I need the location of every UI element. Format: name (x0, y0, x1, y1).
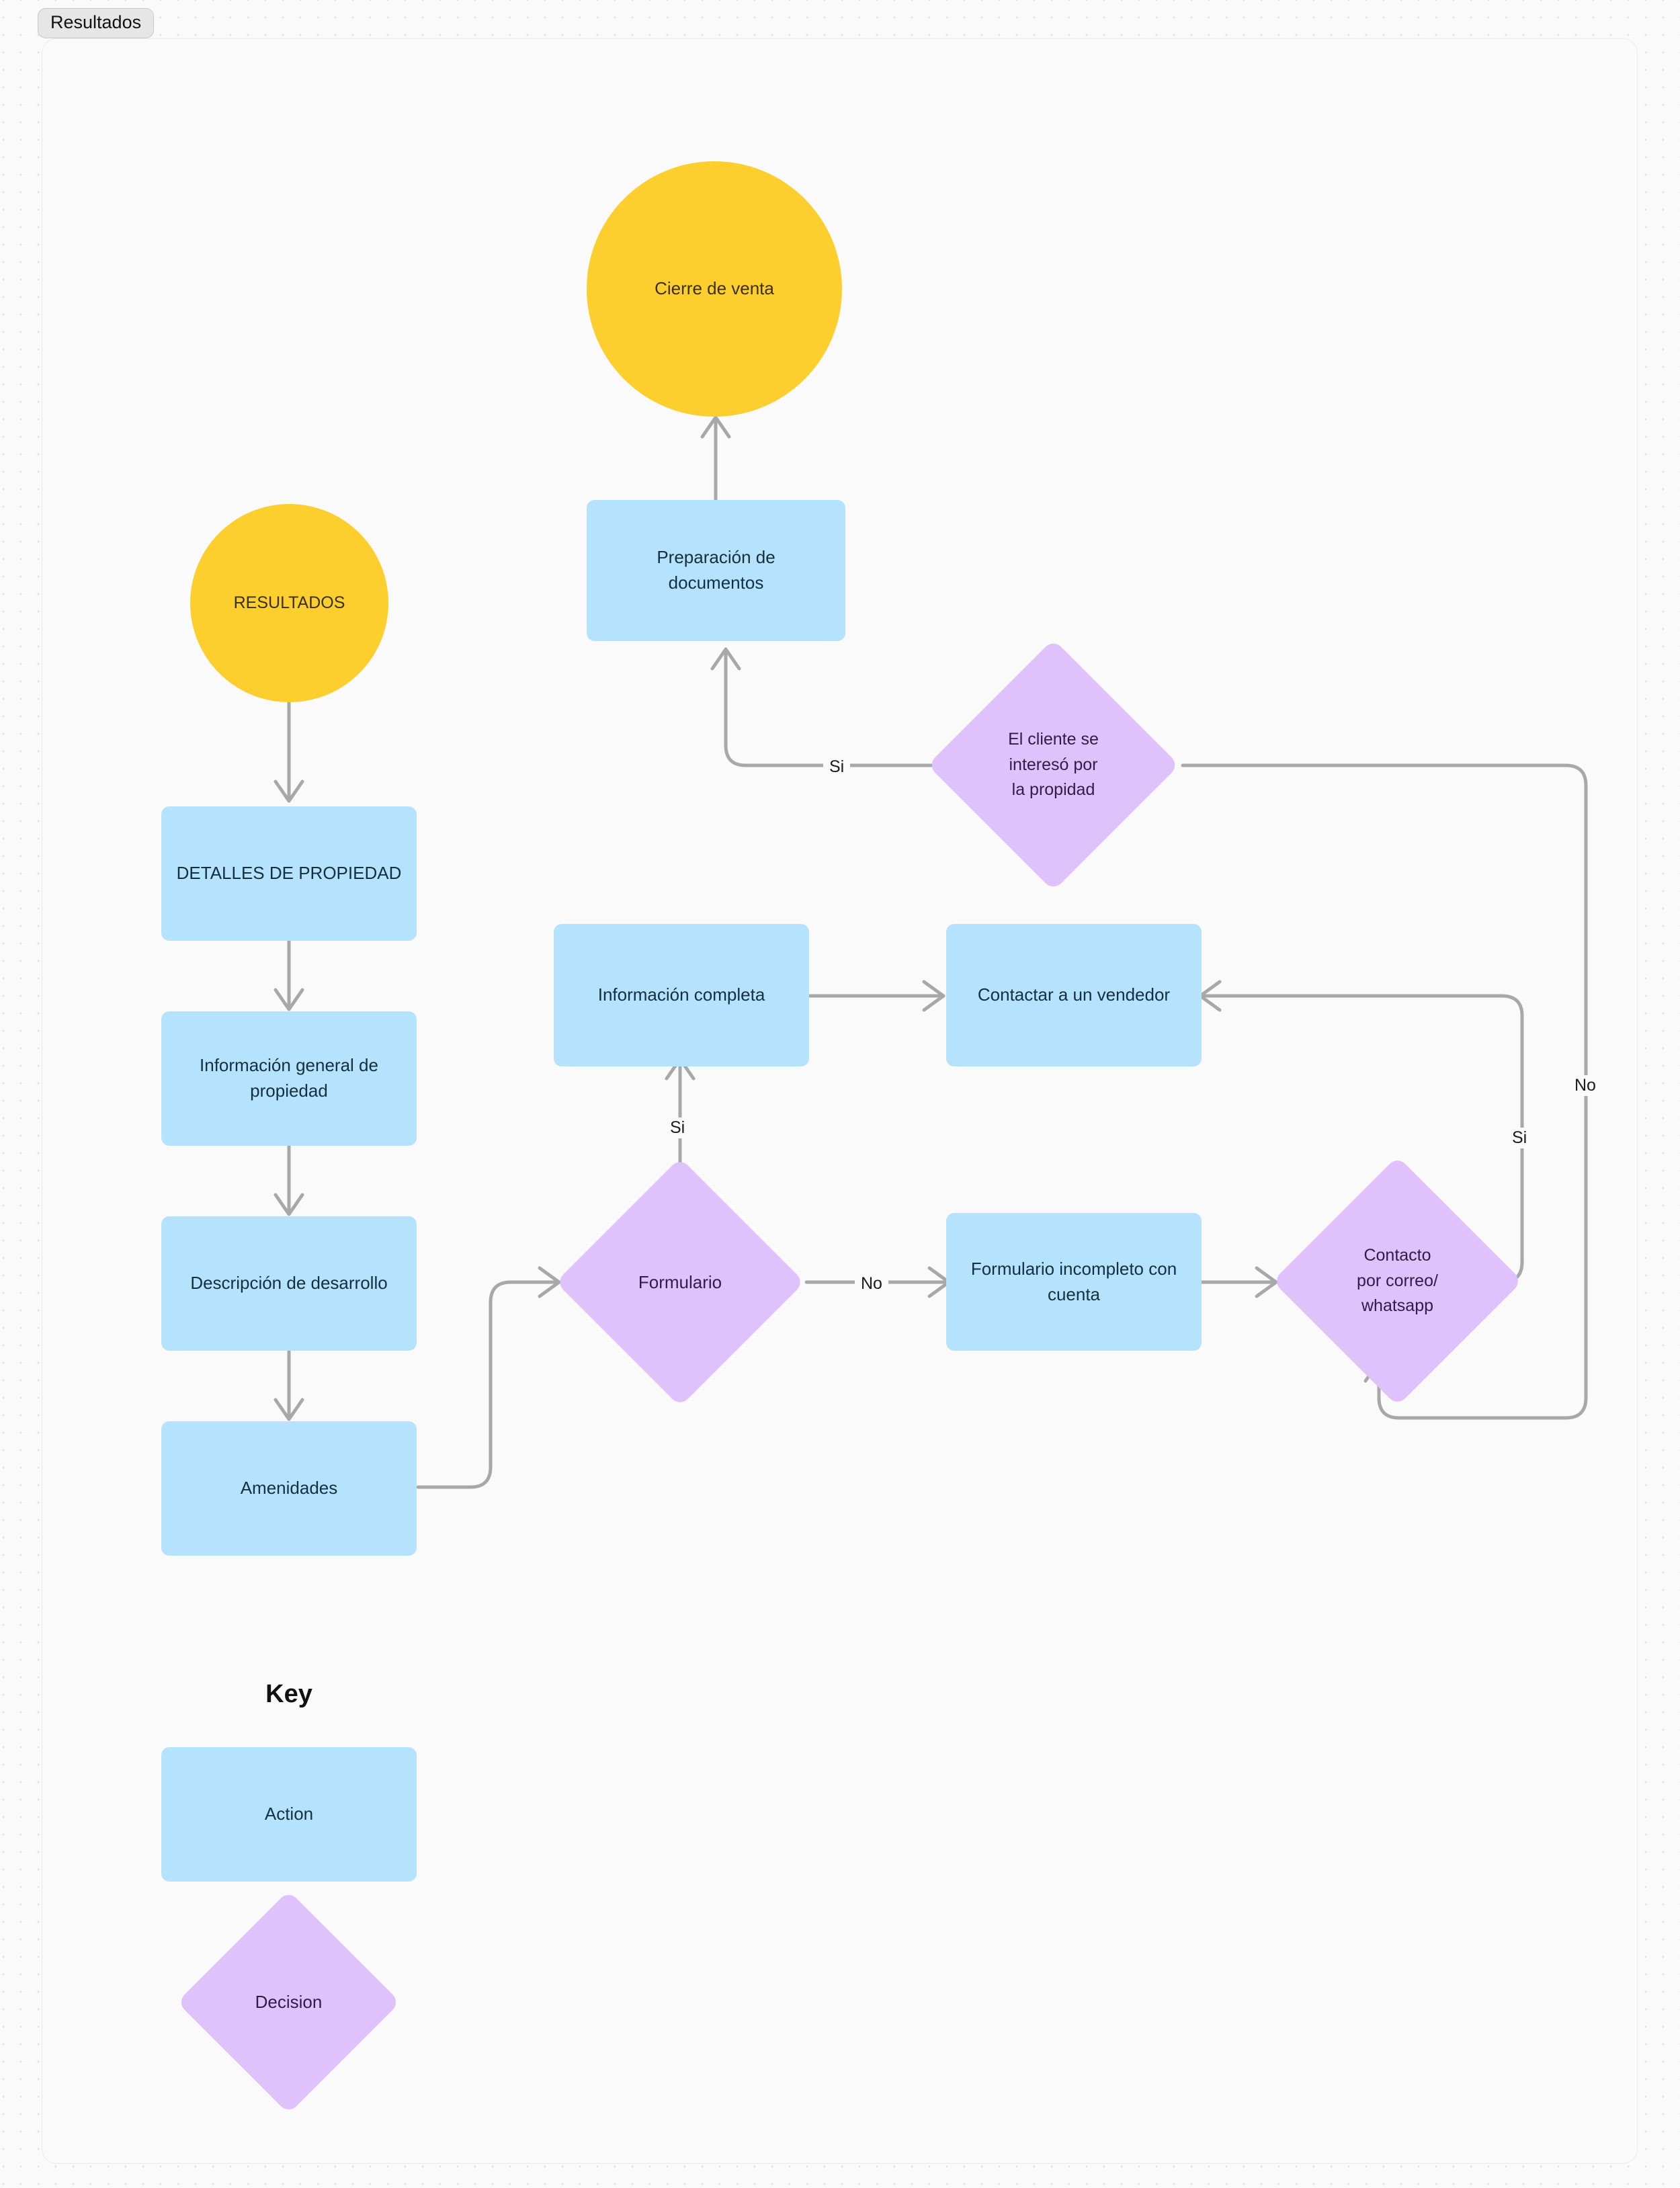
node-label: Cierre de venta (655, 278, 774, 299)
node-label: Contactar a un vendedor (977, 984, 1171, 1005)
node-preparacion-de-documentos[interactable]: Preparación de documentos (587, 500, 845, 641)
node-resultados[interactable]: RESULTADOS (190, 504, 388, 702)
node-formulario-incompleto-con-cuenta[interactable]: Formulario incompleto con cuenta (946, 1213, 1202, 1351)
node-descripcion-de-desarrollo[interactable]: Descripción de desarrollo (161, 1216, 417, 1351)
node-label: Formulario incompleto con cuenta (970, 1258, 1177, 1304)
key-title: Key (265, 1680, 312, 1708)
node-cierre-de-venta[interactable]: Cierre de venta (587, 161, 842, 417)
key-decision-label: Decision (255, 1992, 323, 2012)
node-el-cliente-se-intereso[interactable]: El cliente se interesó por la propidad (927, 639, 1179, 891)
edge-label-intereso-no: No (1568, 1075, 1602, 1096)
node-amenidades[interactable]: Amenidades (161, 1421, 417, 1556)
node-label: Información general de propiedad (200, 1055, 378, 1101)
node-label: Descripción de desarrollo (190, 1273, 388, 1294)
edge-label-intereso-si: Si (823, 757, 851, 777)
node-label: DETALLES DE PROPIEDAD (176, 863, 402, 884)
node-contactar-a-un-vendedor[interactable]: Contactar a un vendedor (946, 924, 1202, 1066)
node-label: Preparación de documentos (657, 547, 775, 593)
node-contacto-por-correo-whatsapp[interactable]: Contacto por correo/ whatsapp (1272, 1156, 1523, 1406)
node-formulario[interactable]: Formulario (555, 1157, 805, 1407)
node-detalles-de-propiedad[interactable]: DETALLES DE PROPIEDAD (161, 806, 417, 941)
node-label: Formulario (638, 1271, 722, 1292)
node-label: RESULTADOS (233, 593, 345, 613)
node-label: Amenidades (240, 1478, 338, 1499)
edge-label-formulario-si: Si (664, 1118, 691, 1138)
edge-label-formulario-no: No (855, 1273, 888, 1294)
node-informacion-completa[interactable]: Información completa (554, 924, 809, 1066)
key-swatch-action: Action (161, 1747, 417, 1882)
node-label: Contacto por correo/ whatsapp (1357, 1246, 1438, 1316)
node-label: El cliente se interesó por la propidad (1008, 730, 1099, 800)
node-label: Información completa (597, 984, 765, 1005)
key-swatch-decision: Decision (177, 1890, 401, 2114)
key-action-label: Action (264, 1804, 314, 1824)
frame-label[interactable]: Resultados (38, 8, 155, 38)
node-informacion-general-de-propiedad[interactable]: Información general de propiedad (161, 1011, 417, 1146)
edge-label-contacto-si: Si (1506, 1128, 1534, 1148)
